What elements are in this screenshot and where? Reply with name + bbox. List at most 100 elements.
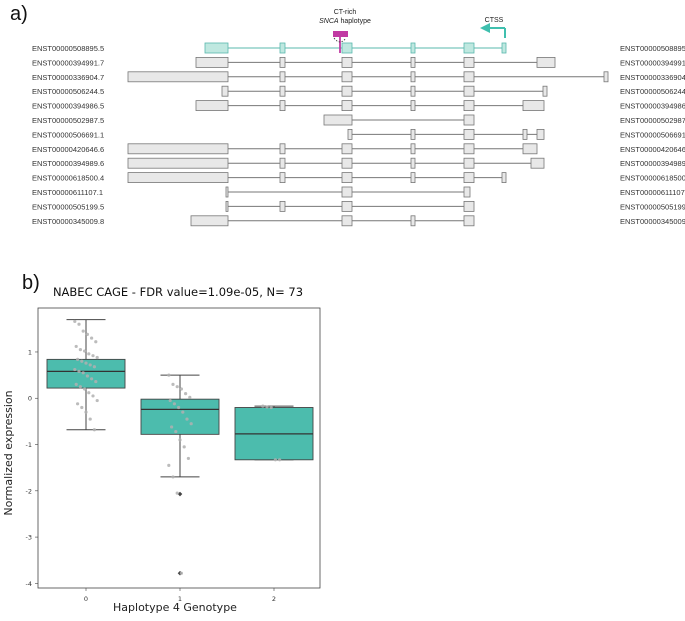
- transcript-label-left: ENST00000394991.7: [32, 58, 104, 67]
- transcript-label-left: ENST00000611107.1: [32, 188, 103, 197]
- exon: [463, 143, 475, 155]
- exon: [127, 143, 229, 155]
- data-point: [175, 491, 179, 495]
- panel-b-label: b): [22, 272, 40, 294]
- exon: [279, 100, 286, 111]
- data-point: [76, 357, 80, 361]
- exon: [221, 85, 229, 97]
- exon: [463, 100, 475, 111]
- data-point: [80, 405, 84, 410]
- data-point: [83, 349, 87, 353]
- exon: [410, 42, 416, 54]
- exon: [410, 128, 416, 140]
- data-point: [167, 463, 171, 467]
- transcript-label-left: ENST00000506691.1: [32, 130, 104, 139]
- y-axis-title: Normalized expression: [2, 390, 15, 515]
- exon: [195, 100, 229, 111]
- data-point: [94, 379, 98, 384]
- transcript-label-left: ENST00000420646.6: [32, 145, 104, 154]
- exon: [279, 42, 286, 54]
- y-tick-label: 1: [28, 348, 32, 356]
- data-point: [278, 458, 282, 462]
- exon: [341, 186, 353, 198]
- data-point: [179, 571, 183, 575]
- x-tick-label: 1: [178, 595, 182, 603]
- exon: [410, 157, 416, 169]
- transcript-label-right: ENST00000505199.5: [620, 202, 685, 211]
- exon: [410, 100, 416, 111]
- exon: [410, 71, 416, 83]
- data-point: [78, 385, 82, 389]
- exon: [341, 172, 353, 184]
- exon: [522, 100, 545, 111]
- exon: [522, 143, 538, 155]
- box-group: [140, 374, 220, 576]
- data-point: [74, 382, 78, 386]
- transcript-label-right: ENST00000506691.1: [620, 130, 685, 139]
- data-point: [77, 322, 81, 326]
- exon: [204, 42, 229, 54]
- exon: [127, 172, 229, 184]
- data-point: [168, 398, 172, 403]
- transcript-row: ENST00000506691.1 ENST00000506691.1: [32, 128, 685, 140]
- data-point: [84, 410, 88, 414]
- exon: [463, 57, 475, 68]
- data-point: [179, 387, 183, 391]
- transcript-row: ENST00000505199.5 ENST00000505199.5: [32, 200, 685, 212]
- transcript-label-right: ENST00000506244.5: [620, 87, 685, 96]
- exon: [463, 200, 475, 212]
- exon: [463, 172, 475, 184]
- exon: [463, 85, 475, 97]
- exon: [279, 57, 286, 68]
- outlier-point: [177, 491, 183, 497]
- panel-a-label: a): [10, 3, 28, 25]
- exon: [501, 42, 507, 54]
- data-point: [73, 367, 77, 372]
- transcript-label-left: ENST00000505199.5: [32, 202, 104, 211]
- ctss-arrow-head: [480, 23, 490, 33]
- exon: [603, 71, 609, 83]
- data-point: [178, 438, 182, 442]
- exon: [463, 71, 475, 83]
- x-axis-title: Haplotype 4 Genotype: [113, 601, 237, 614]
- exon: [522, 128, 528, 140]
- exon: [463, 128, 475, 140]
- exon: [410, 172, 416, 184]
- data-point: [95, 398, 99, 403]
- exon: [463, 186, 471, 198]
- data-point: [92, 365, 96, 369]
- exon: [536, 57, 556, 68]
- transcript-label-left: ENST00000394986.5: [32, 102, 104, 111]
- ctss-label: CTSS: [485, 17, 504, 24]
- transcript-label-right: ENST00000420646.6: [620, 145, 685, 154]
- data-point: [185, 417, 189, 421]
- y-tick-label: -2: [26, 487, 32, 495]
- annotation-haplotype-text: haplotype: [339, 18, 371, 25]
- data-point: [174, 429, 178, 434]
- transcript-label-left: ENST00000502987.5: [32, 116, 104, 125]
- data-point: [88, 363, 92, 367]
- data-point: [261, 404, 265, 408]
- transcript-label-right: ENST00000618500.4: [620, 174, 685, 183]
- box-iqr: [140, 398, 220, 435]
- exon: [190, 215, 229, 227]
- annotation-gene-italic: SNCA: [319, 18, 339, 25]
- transcript-label-right: ENST00000394989.6: [620, 159, 685, 168]
- exon: [463, 42, 475, 54]
- transcript-label-left: ENST00000618500.4: [32, 174, 104, 183]
- data-point: [167, 373, 171, 377]
- transcript-label-left: ENST00000336904.7: [32, 73, 104, 82]
- x-tick-label: 2: [272, 595, 276, 603]
- transcript-label-right: ENST00000394991.7: [620, 58, 685, 67]
- exon: [341, 71, 353, 83]
- exon: [279, 143, 286, 155]
- exon: [341, 215, 353, 227]
- exon: [530, 157, 545, 169]
- transcript-label-right: ENST00000345009.8: [620, 217, 685, 226]
- data-point: [170, 425, 174, 429]
- exon: [542, 85, 548, 97]
